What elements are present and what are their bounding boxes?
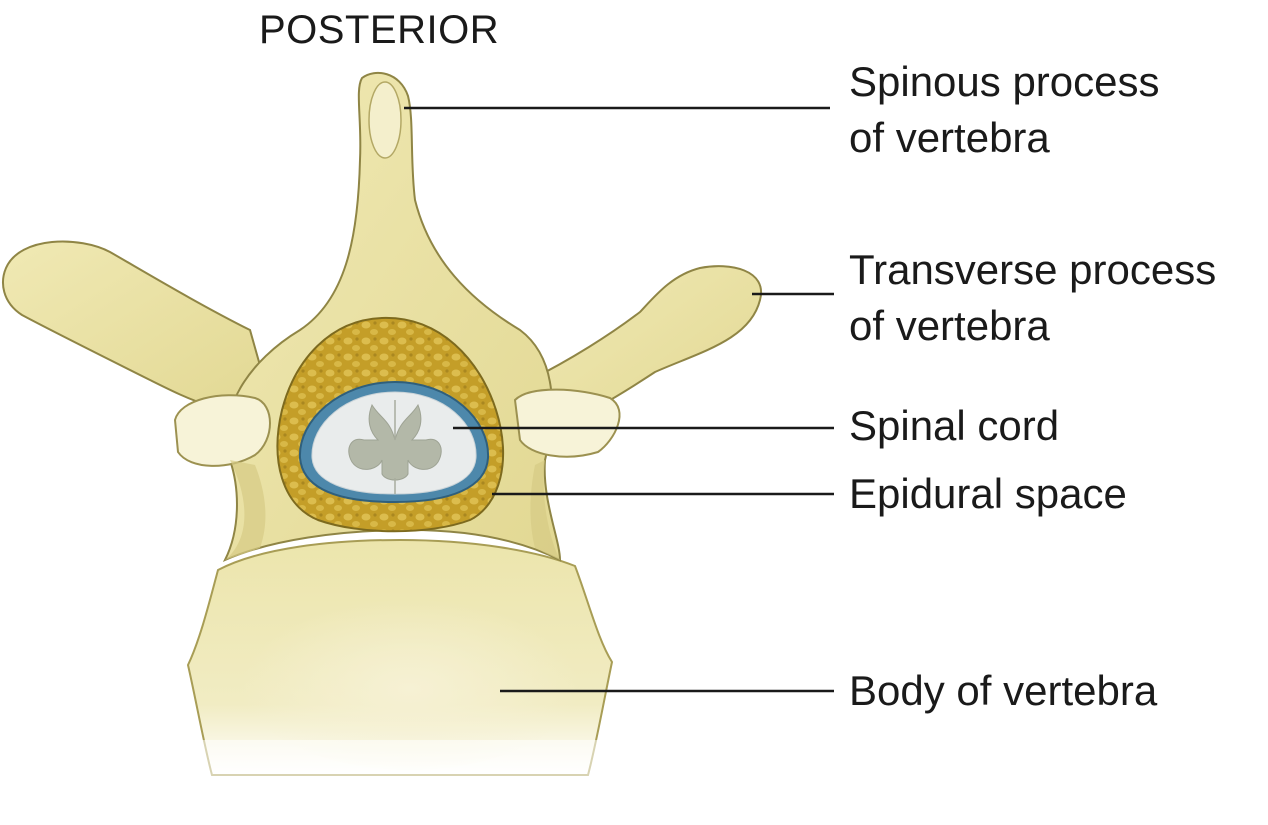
label-line: of vertebra <box>849 302 1050 349</box>
label-spinal-cord: Spinal cord <box>849 402 1060 449</box>
label-body-of-vertebra: Body of vertebra <box>849 667 1158 714</box>
label-transverse-process: Transverse process of vertebra <box>849 242 1216 354</box>
label-spinous-process: Spinous process of vertebra <box>849 54 1160 166</box>
label-line: of vertebra <box>849 114 1050 161</box>
orientation-label: POSTERIOR <box>259 8 500 52</box>
spinal-cord <box>298 380 490 504</box>
label-epidural-space: Epidural space <box>849 470 1127 517</box>
vertebral-body <box>180 538 620 790</box>
label-line: Spinous process <box>849 58 1160 105</box>
label-line: Transverse process <box>849 246 1217 293</box>
leader-lines <box>404 106 834 693</box>
